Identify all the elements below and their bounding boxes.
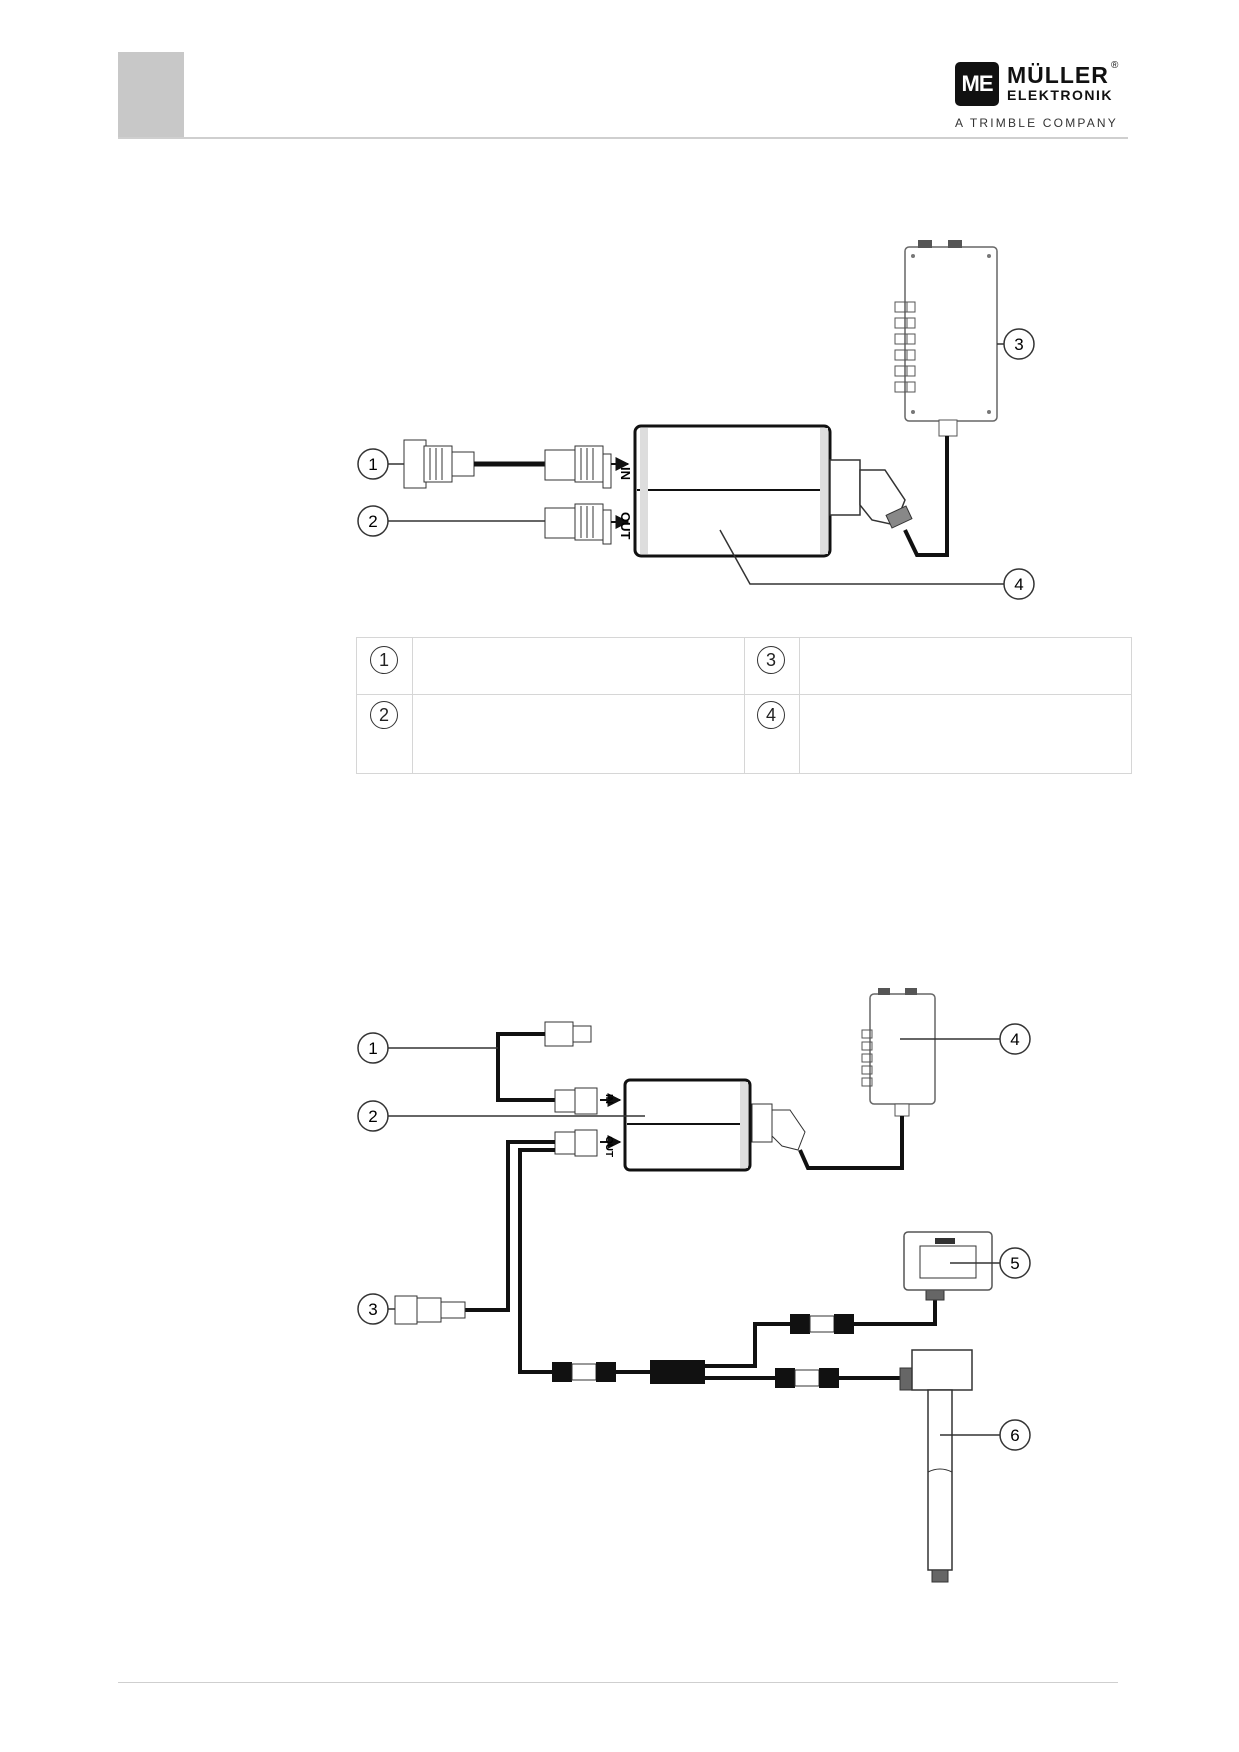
callout-4: 4: [1003, 568, 1035, 600]
svg-text:4: 4: [1010, 1030, 1019, 1049]
callout-2: 2: [357, 505, 389, 537]
cable-in-assembly-1: [403, 439, 630, 489]
junction-box-2: [861, 988, 936, 1117]
module-2: [623, 1078, 806, 1172]
callout-1: 1: [357, 448, 389, 480]
legend-divider: [744, 638, 745, 773]
junction-box-1: [894, 240, 998, 437]
svg-text:5: 5: [1010, 1254, 1019, 1273]
callout-4: 4: [999, 1023, 1031, 1055]
connector-3: [394, 1295, 466, 1325]
svg-text:2: 2: [368, 512, 377, 531]
module-1: [633, 424, 913, 558]
legend-divider: [799, 638, 800, 773]
callout-3: 3: [357, 1293, 389, 1325]
callout-1: 1: [357, 1032, 389, 1064]
logo-mark: ME: [955, 62, 999, 106]
footer-rule: [118, 1682, 1118, 1683]
company-logo: ME MÜLLER ® ELEKTRONIK A TRIMBLE COMPANY: [955, 60, 1125, 138]
legend-table: 1 3 2 4: [356, 637, 1132, 774]
diagram-2: IN OUT: [357, 988, 1031, 1583]
port-label-in-2: IN: [603, 1094, 614, 1104]
diagram-1: IN OUT 1 2 3 4: [357, 240, 1035, 600]
cable-junction-to-module-2: [798, 1116, 904, 1170]
logo-name: MÜLLER: [1007, 62, 1109, 88]
svg-text:1: 1: [368, 1039, 377, 1058]
logo-tagline: A TRIMBLE COMPANY: [955, 116, 1118, 130]
svg-text:3: 3: [368, 1300, 377, 1319]
svg-text:2: 2: [368, 1107, 377, 1126]
cable-in-assembly-2: [496, 1021, 622, 1115]
logo-registered-mark: ®: [1111, 60, 1119, 71]
legend-divider: [357, 694, 1131, 695]
port-label-out-1: OUT: [618, 512, 633, 540]
legend-number: 4: [757, 701, 785, 729]
callout-2: 2: [357, 1100, 389, 1132]
port-label-out-2: OUT: [603, 1136, 614, 1157]
svg-text:3: 3: [1014, 335, 1023, 354]
callout-3: 3: [1003, 328, 1035, 360]
cable-out-assembly-1: [544, 503, 630, 545]
display-5: [903, 1231, 993, 1291]
header-rule: [118, 137, 1128, 139]
sensor-cable: [552, 1285, 945, 1388]
svg-text:1: 1: [368, 455, 377, 474]
cable-out-assembly-2: [465, 1129, 622, 1374]
port-label-in-1: IN: [618, 467, 633, 480]
legend-number: 3: [757, 646, 785, 674]
svg-text:4: 4: [1014, 575, 1023, 594]
legend-number: 2: [370, 701, 398, 729]
leader-line: [719, 529, 1004, 585]
header-tab: [118, 52, 184, 138]
svg-text:6: 6: [1010, 1426, 1019, 1445]
callout-5: 5: [999, 1247, 1031, 1279]
cable-junction-to-module: [903, 436, 949, 557]
callout-6: 6: [999, 1419, 1031, 1451]
logo-subtitle: ELEKTRONIK: [1007, 87, 1113, 103]
sensor-6: [899, 1349, 973, 1583]
legend-divider: [412, 638, 413, 773]
legend-number: 1: [370, 646, 398, 674]
